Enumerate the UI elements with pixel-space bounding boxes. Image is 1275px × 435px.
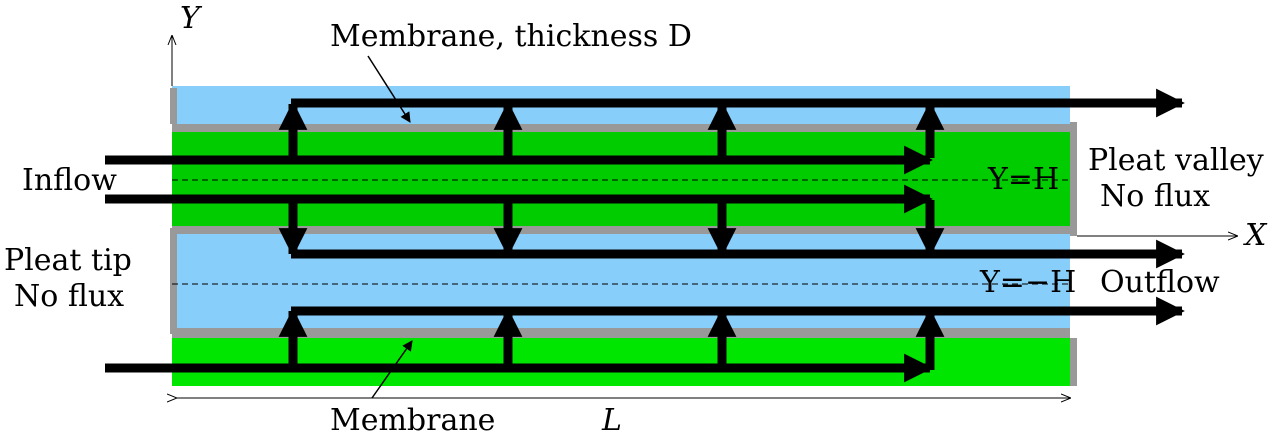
y-equals-minus-h-label: Y=−H [979,265,1076,300]
y-equals-h-label: Y=H [987,162,1059,197]
outflow-label: Outflow [1100,265,1220,300]
y-axis-label: Y [180,1,203,36]
inflow-label: Inflow [22,163,117,198]
membrane-top-leader [367,55,411,123]
pleat-valley-label-line1: Pleat valley [1088,143,1264,178]
membrane-top-upper [172,124,1070,132]
membrane-bottom [172,328,1070,338]
x-axis-label: X [1243,218,1268,253]
membrane-bottom-label: Membrane [330,403,495,435]
membrane-bottom-leader [371,340,413,399]
pleat-valley-wall-lower [1070,338,1077,386]
membrane-top-label: Membrane, thickness D [330,19,692,54]
pleat-tip-label-line1: Pleat tip [4,243,132,278]
flow-arrows [105,88,1185,383]
pleat-valley-wall-upper [1070,122,1077,236]
length-label: L [601,403,622,435]
feed-channel-bottom [172,338,1070,386]
pleat-tip-wall-upper [170,88,177,124]
membrane-top-lower [172,226,1070,234]
pleat-tip-label-line2: No flux [14,279,124,314]
pleat-tip-wall-lower [170,228,177,334]
pleat-valley-label-line2: No flux [1100,179,1210,214]
feed-channel-middle [172,132,1070,226]
